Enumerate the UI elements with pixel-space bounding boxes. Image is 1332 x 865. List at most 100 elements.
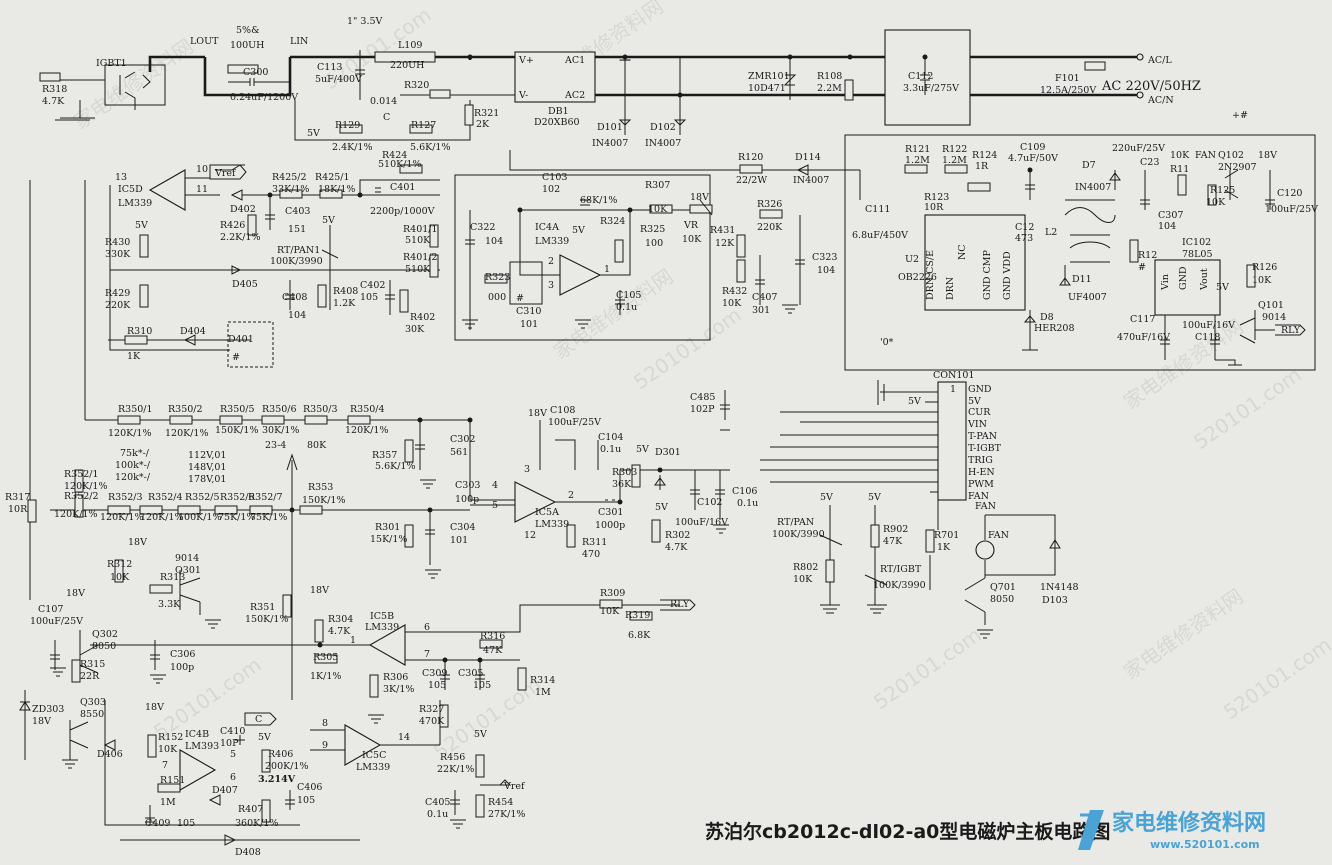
label-u2-pin1: DRN CS/E <box>925 250 936 300</box>
label-zero-marker: '0* <box>880 337 894 348</box>
label-r315: R315 <box>80 659 105 670</box>
logo-text: 家电维修资料网 <box>1112 810 1266 836</box>
label-c323-value: 104 <box>817 265 835 276</box>
label-r352-6-value: 75K/1% <box>218 512 255 523</box>
label-d7: D7 <box>1082 160 1096 171</box>
label-r351: R351 <box>250 602 275 613</box>
label-5v-top: 5V <box>307 128 320 139</box>
label-r319-value: 6.8K <box>628 630 651 641</box>
label-r432-value: 10K <box>722 298 742 309</box>
label-q701: Q701 <box>990 582 1016 593</box>
site-logo: 家电维修资料网 www.520101.com <box>1078 810 1266 851</box>
aux-power-supply <box>509 134 1316 371</box>
label-r123-value: 10R <box>924 202 944 213</box>
label-con101: CON101 <box>933 370 975 381</box>
label-r351-value: 150K/1% <box>245 614 289 625</box>
mains-voltage-label: AC 220V/50HZ <box>1101 79 1201 94</box>
label-ic5a-pin3: 3 <box>524 464 530 475</box>
label-c113: C113 <box>317 62 342 73</box>
label-r12: R12 <box>1138 250 1157 261</box>
label-l109: L109 <box>398 40 422 51</box>
label-c409-value: 105 <box>177 818 195 829</box>
label-c302: C302 <box>450 434 475 445</box>
label-ic5d-pin11: 11 <box>196 184 208 195</box>
label-u2-pin4: GND CMP <box>982 249 993 300</box>
label-c102: C102 <box>697 497 722 508</box>
label-c309: C309 <box>422 668 447 679</box>
label-c103-value: 102 <box>542 184 560 195</box>
ic4a-section <box>454 174 805 341</box>
label-r407-value: 360K/1% <box>235 818 279 829</box>
label-r350-4-value: 120K/1% <box>345 425 389 436</box>
label-u2-pin3: NC <box>957 244 968 260</box>
label-18v-r152: 18V <box>145 702 164 713</box>
label-r301: R301 <box>375 522 400 533</box>
label-r307-value: 10K <box>648 204 668 215</box>
label-r407: R407 <box>238 804 263 815</box>
aux-psu-box <box>844 134 1316 371</box>
label-r127-value: 5.6K/1% <box>410 142 450 153</box>
label-c108-value: 100uF/25V <box>548 417 601 428</box>
label-c405-value: 0.1u <box>427 809 448 820</box>
label-r350-1: R350/1 <box>118 404 153 415</box>
label-c301-value: 1000p <box>595 520 625 531</box>
label-r303: R303 <box>612 467 637 478</box>
label-r350-1-value: 120K/1% <box>108 428 152 439</box>
label-option-178v: 178V,01 <box>188 474 226 485</box>
label-c109-value: 4.7uF/50V <box>1008 153 1058 164</box>
label-c106: C106 <box>732 486 757 497</box>
label-r456-value: 22K/1% <box>437 764 474 775</box>
label-r306: R306 <box>383 672 408 683</box>
label-5v-r406: 5V <box>258 732 271 743</box>
label-r108-value: 2.2M <box>817 83 842 94</box>
label-r315-value: 22R <box>80 671 100 682</box>
label-con-trig: TRIG <box>968 455 993 466</box>
label-r701: R701 <box>934 530 959 541</box>
label-d405: D405 <box>232 279 258 290</box>
label-d7-value: IN4007 <box>1075 182 1111 193</box>
label-c304: C304 <box>450 522 475 533</box>
label-rly-lower: RLY <box>670 599 690 610</box>
label-db-vplus: V+ <box>518 55 534 66</box>
label-r319: R319 <box>625 610 650 621</box>
label-con-pin1: 1 <box>950 384 956 395</box>
label-c303: C303 <box>455 480 480 491</box>
label-r352-7-value: 75K/1% <box>250 512 287 523</box>
label-r426: R426 <box>220 220 245 231</box>
label-r352-6: R352/6 <box>220 492 255 503</box>
label-con-gnd: GND <box>968 384 992 395</box>
label-ic5d-pin13: 13 <box>115 172 127 183</box>
label-c403-value: 151 <box>288 224 306 235</box>
label-rtigbt: RT/IGBT <box>880 564 922 575</box>
label-option-75k: 75k*-/ <box>120 448 150 459</box>
label-c485-value: 102P <box>690 404 715 415</box>
label-d114: D114 <box>795 152 821 163</box>
label-ic5c-value: LM339 <box>356 762 390 773</box>
label-5v-r302: 5V <box>655 502 668 513</box>
label-r318: R318 <box>42 84 67 95</box>
label-c305-value: 105 <box>473 680 491 691</box>
label-c118: C118 <box>1195 332 1220 343</box>
label-c485: C485 <box>690 392 715 403</box>
junctions <box>267 54 1033 663</box>
label-q701-value: 8050 <box>990 594 1014 605</box>
label-con-fan: FAN <box>968 491 989 502</box>
label-c-marker: C <box>383 112 390 123</box>
label-d101: D101 <box>597 122 623 133</box>
label-c106-value: 0.1u <box>737 498 758 509</box>
label-ic4b-pin6: 6 <box>230 772 236 783</box>
label-r152: R152 <box>158 732 183 743</box>
label-r125: R125 <box>1210 185 1235 196</box>
label-5v-ic4a: 5V <box>572 225 585 236</box>
label-r353-value: 150K/1% <box>302 495 346 506</box>
label-c323: C323 <box>812 252 837 263</box>
label-r327-value: 470K <box>419 716 445 727</box>
label-option-112v: 112V,01 <box>188 450 226 461</box>
ic4b-opamp <box>179 749 217 791</box>
label-r425-1: R425/1 <box>315 172 350 183</box>
label-r406: R406 <box>268 749 293 760</box>
label-c307: C307 <box>1158 210 1183 221</box>
label-fan-connector: FAN <box>975 501 996 512</box>
label-c410-value: 10P <box>220 738 239 749</box>
label-vr: VR <box>683 220 699 231</box>
